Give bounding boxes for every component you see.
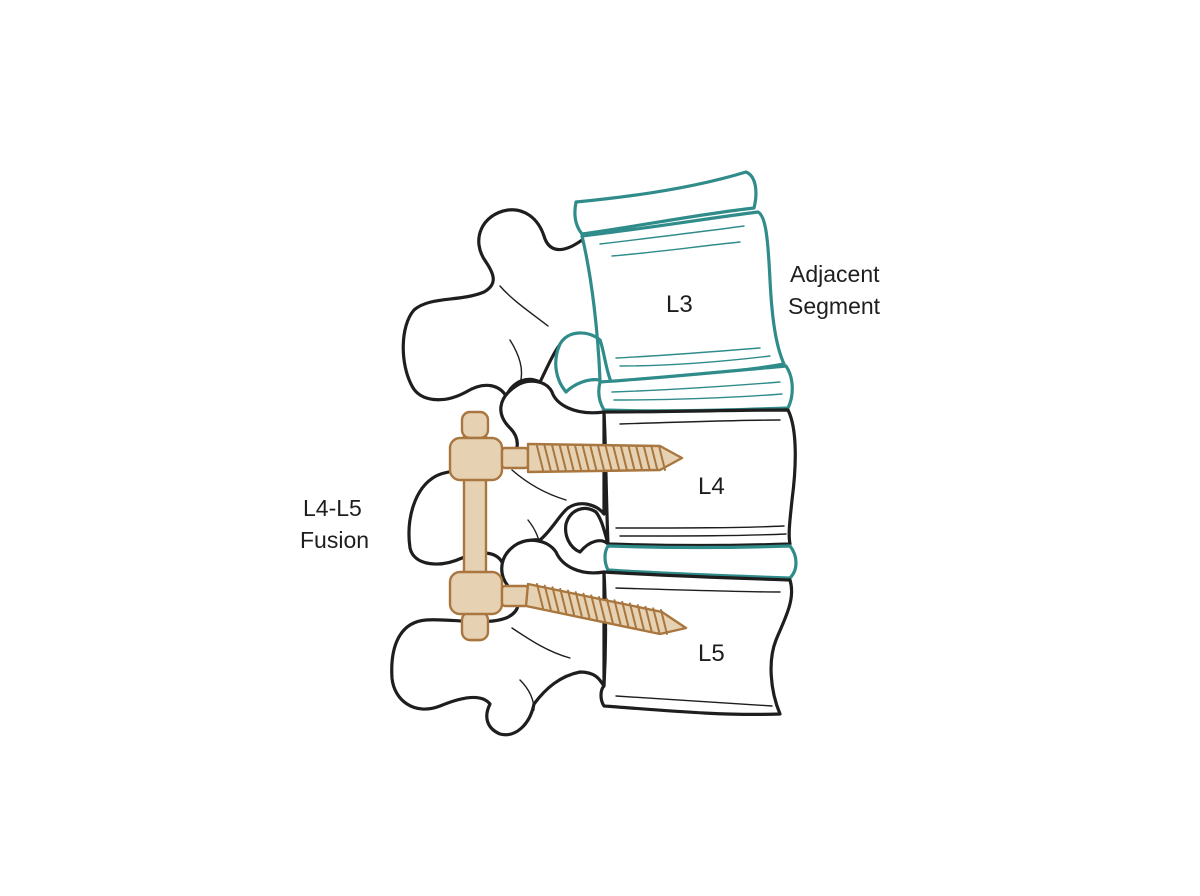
label-adjacent-segment-line2: Segment <box>788 293 881 319</box>
screw-thread <box>574 445 583 471</box>
screw-thread <box>604 445 613 471</box>
screw-thread <box>621 600 630 627</box>
disc-l4-l5 <box>603 544 798 580</box>
screw-thread <box>644 605 653 632</box>
label-l5: L5 <box>698 640 725 667</box>
screw-thread <box>582 592 591 619</box>
lower-screw-neck <box>500 584 530 608</box>
upper-screw-cap <box>460 410 490 440</box>
screw-thread <box>613 599 622 626</box>
screw-thread <box>612 445 621 471</box>
upper-pedicle-screw <box>526 442 684 474</box>
screw-thread <box>642 445 651 471</box>
screw-thread <box>660 609 668 635</box>
screw-thread <box>636 604 645 631</box>
lower-screw-cap <box>460 610 490 642</box>
screw-thread <box>598 596 606 622</box>
l5-facet-contour <box>511 627 571 711</box>
label-fusion-line1: L4-L5 <box>303 495 362 521</box>
screw-thread <box>558 445 567 471</box>
screw-thread <box>650 445 659 471</box>
l3-body-texture <box>599 225 771 367</box>
screw-thread <box>589 445 598 471</box>
screw-thread <box>590 594 599 621</box>
screw-thread <box>597 445 605 471</box>
screw-thread <box>551 586 560 613</box>
screw-thread <box>629 602 637 629</box>
screw-thread <box>536 583 544 609</box>
screw-thread <box>567 589 575 616</box>
screw-thread <box>536 445 544 471</box>
screw-thread <box>551 445 560 471</box>
screw-thread <box>635 445 644 471</box>
label-adjacent-segment-line1: Adjacent <box>790 261 880 287</box>
l5-vertebral-body <box>599 570 794 716</box>
screw-thread <box>543 584 552 611</box>
lower-screw-threads <box>536 583 668 635</box>
l3-facet-contour <box>499 285 549 385</box>
label-fusion-line2: Fusion <box>300 527 369 553</box>
lower-screw-tulip <box>448 570 504 616</box>
l5-body-texture <box>615 587 781 707</box>
screw-thread <box>574 591 583 618</box>
screw-thread <box>581 445 590 471</box>
upper-screw-neck <box>500 446 530 470</box>
screw-thread <box>559 587 568 614</box>
screw-thread <box>605 597 614 624</box>
screw-thread <box>566 445 575 471</box>
label-l3: L3 <box>666 291 693 318</box>
screw-thread <box>652 607 661 634</box>
l4-posterior-elements <box>407 379 606 566</box>
label-l4: L4 <box>698 473 725 500</box>
screw-thread <box>543 445 552 471</box>
l4-body-texture <box>615 419 787 537</box>
screw-thread <box>619 445 628 471</box>
upper-screw-tulip <box>448 436 504 482</box>
screw-thread <box>658 445 666 471</box>
l5-posterior-elements <box>390 538 606 737</box>
upper-screw-threads <box>536 445 666 471</box>
disc-above-l3 <box>573 170 758 236</box>
lower-pedicle-screw <box>524 582 688 636</box>
screw-thread <box>627 445 636 471</box>
disc-l3-l4-texture <box>611 381 783 401</box>
